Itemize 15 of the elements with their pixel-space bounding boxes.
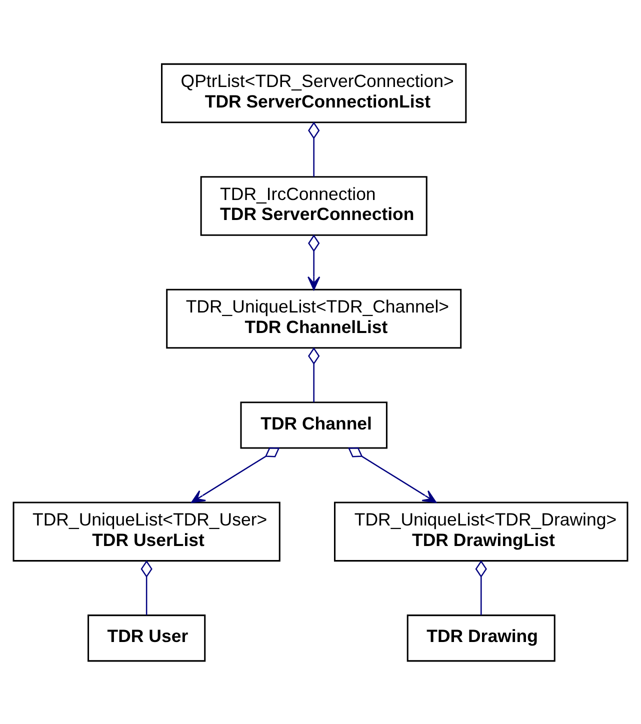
node-box: QPtrList<TDR_ServerConnection> TDR ServerConnectionList bbox=[161, 62, 467, 123]
node-box: TDR_UniqueList<TDR_Channel> TDR ChannelList bbox=[166, 288, 462, 348]
arrow bbox=[348, 446, 437, 502]
arrow bbox=[191, 446, 280, 502]
node-box: TDR_UniqueList<TDR_User> TDR UserList bbox=[12, 501, 280, 562]
node-box: TDR User bbox=[88, 614, 206, 662]
arrow bbox=[308, 234, 320, 290]
connector bbox=[475, 560, 487, 615]
connector bbox=[140, 560, 152, 615]
node-box: TDR Channel bbox=[240, 401, 388, 448]
node-box: TDR Drawing bbox=[406, 614, 556, 662]
node-box: TDR_IrcConnection TDR ServerConnection bbox=[200, 176, 428, 236]
node-box: TDR_UniqueList<TDR_Drawing> TDR DrawingList bbox=[334, 501, 628, 562]
connector bbox=[308, 346, 320, 402]
connector bbox=[308, 121, 320, 176]
